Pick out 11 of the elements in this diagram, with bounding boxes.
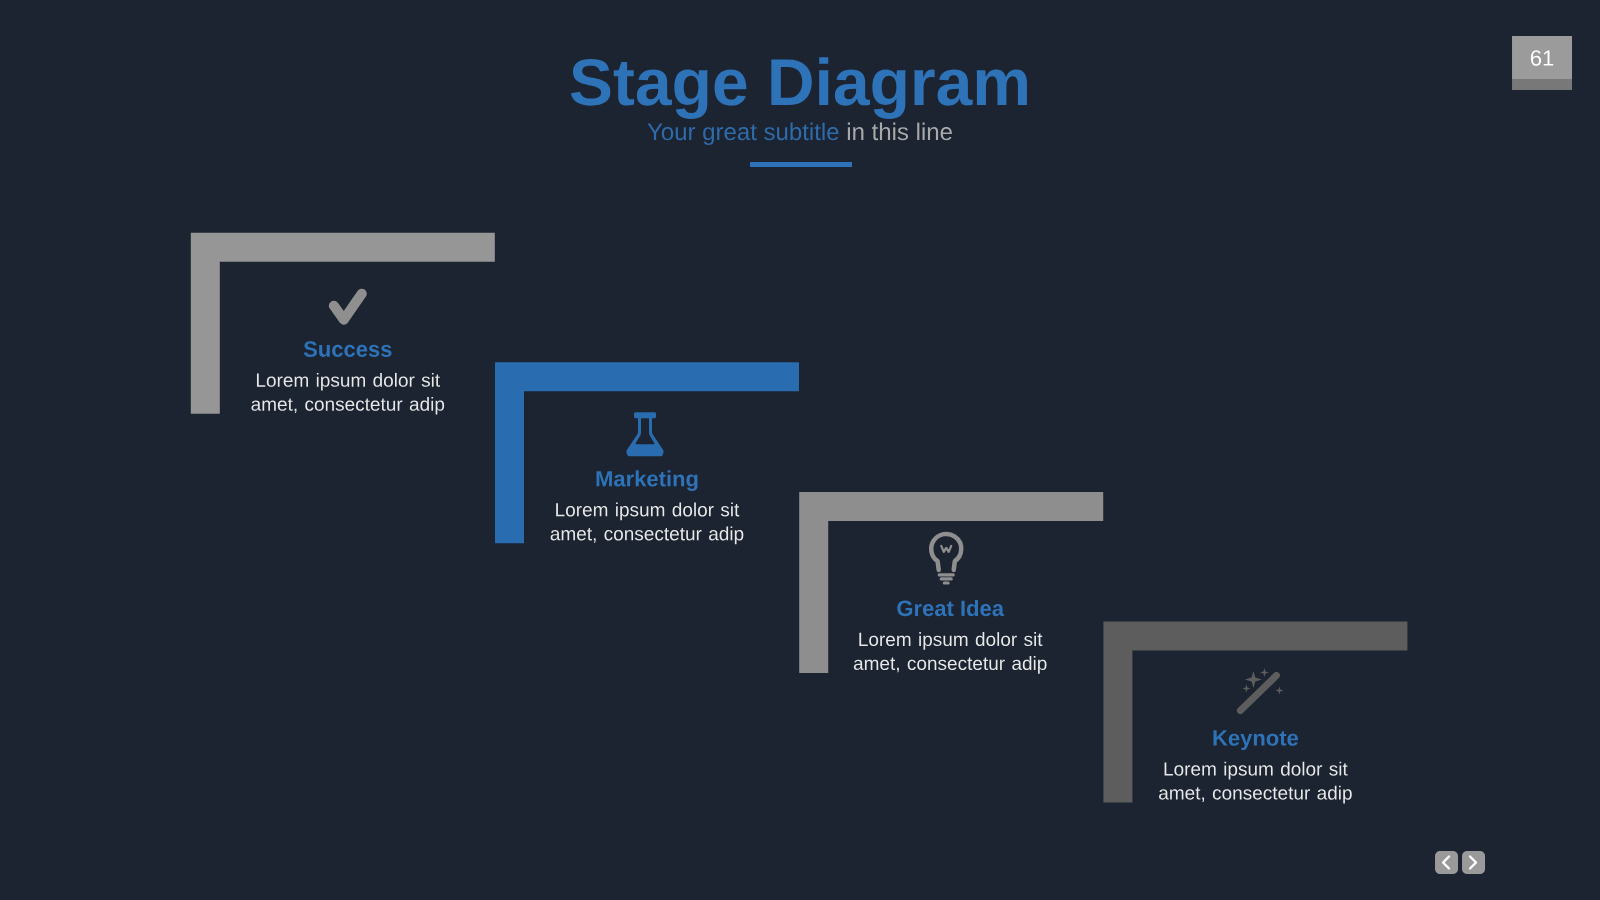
stage-heading: Marketing [596, 470, 698, 491]
stage-heading: Success [303, 341, 392, 357]
stage-description: Lorem ipsum dolor sit amet, consectetur adip [251, 372, 445, 415]
title: Stage Diagram [570, 57, 1027, 119]
stage-description: Lorem ipsum dolor sit amet, consectetur adip [550, 502, 744, 545]
stage-heading: Keynote [1213, 730, 1299, 751]
subtitle: Your great subtitle in this line [647, 122, 952, 145]
page-number-badge: 61 [1512, 36, 1572, 90]
stage-description: Lorem ipsum dolor sit amet, consectetur adip [1159, 761, 1352, 804]
stage-heading: Great Idea [897, 599, 1005, 617]
stage-description: Lorem ipsum dolor sit amet, consectetur adip [853, 632, 1047, 674]
